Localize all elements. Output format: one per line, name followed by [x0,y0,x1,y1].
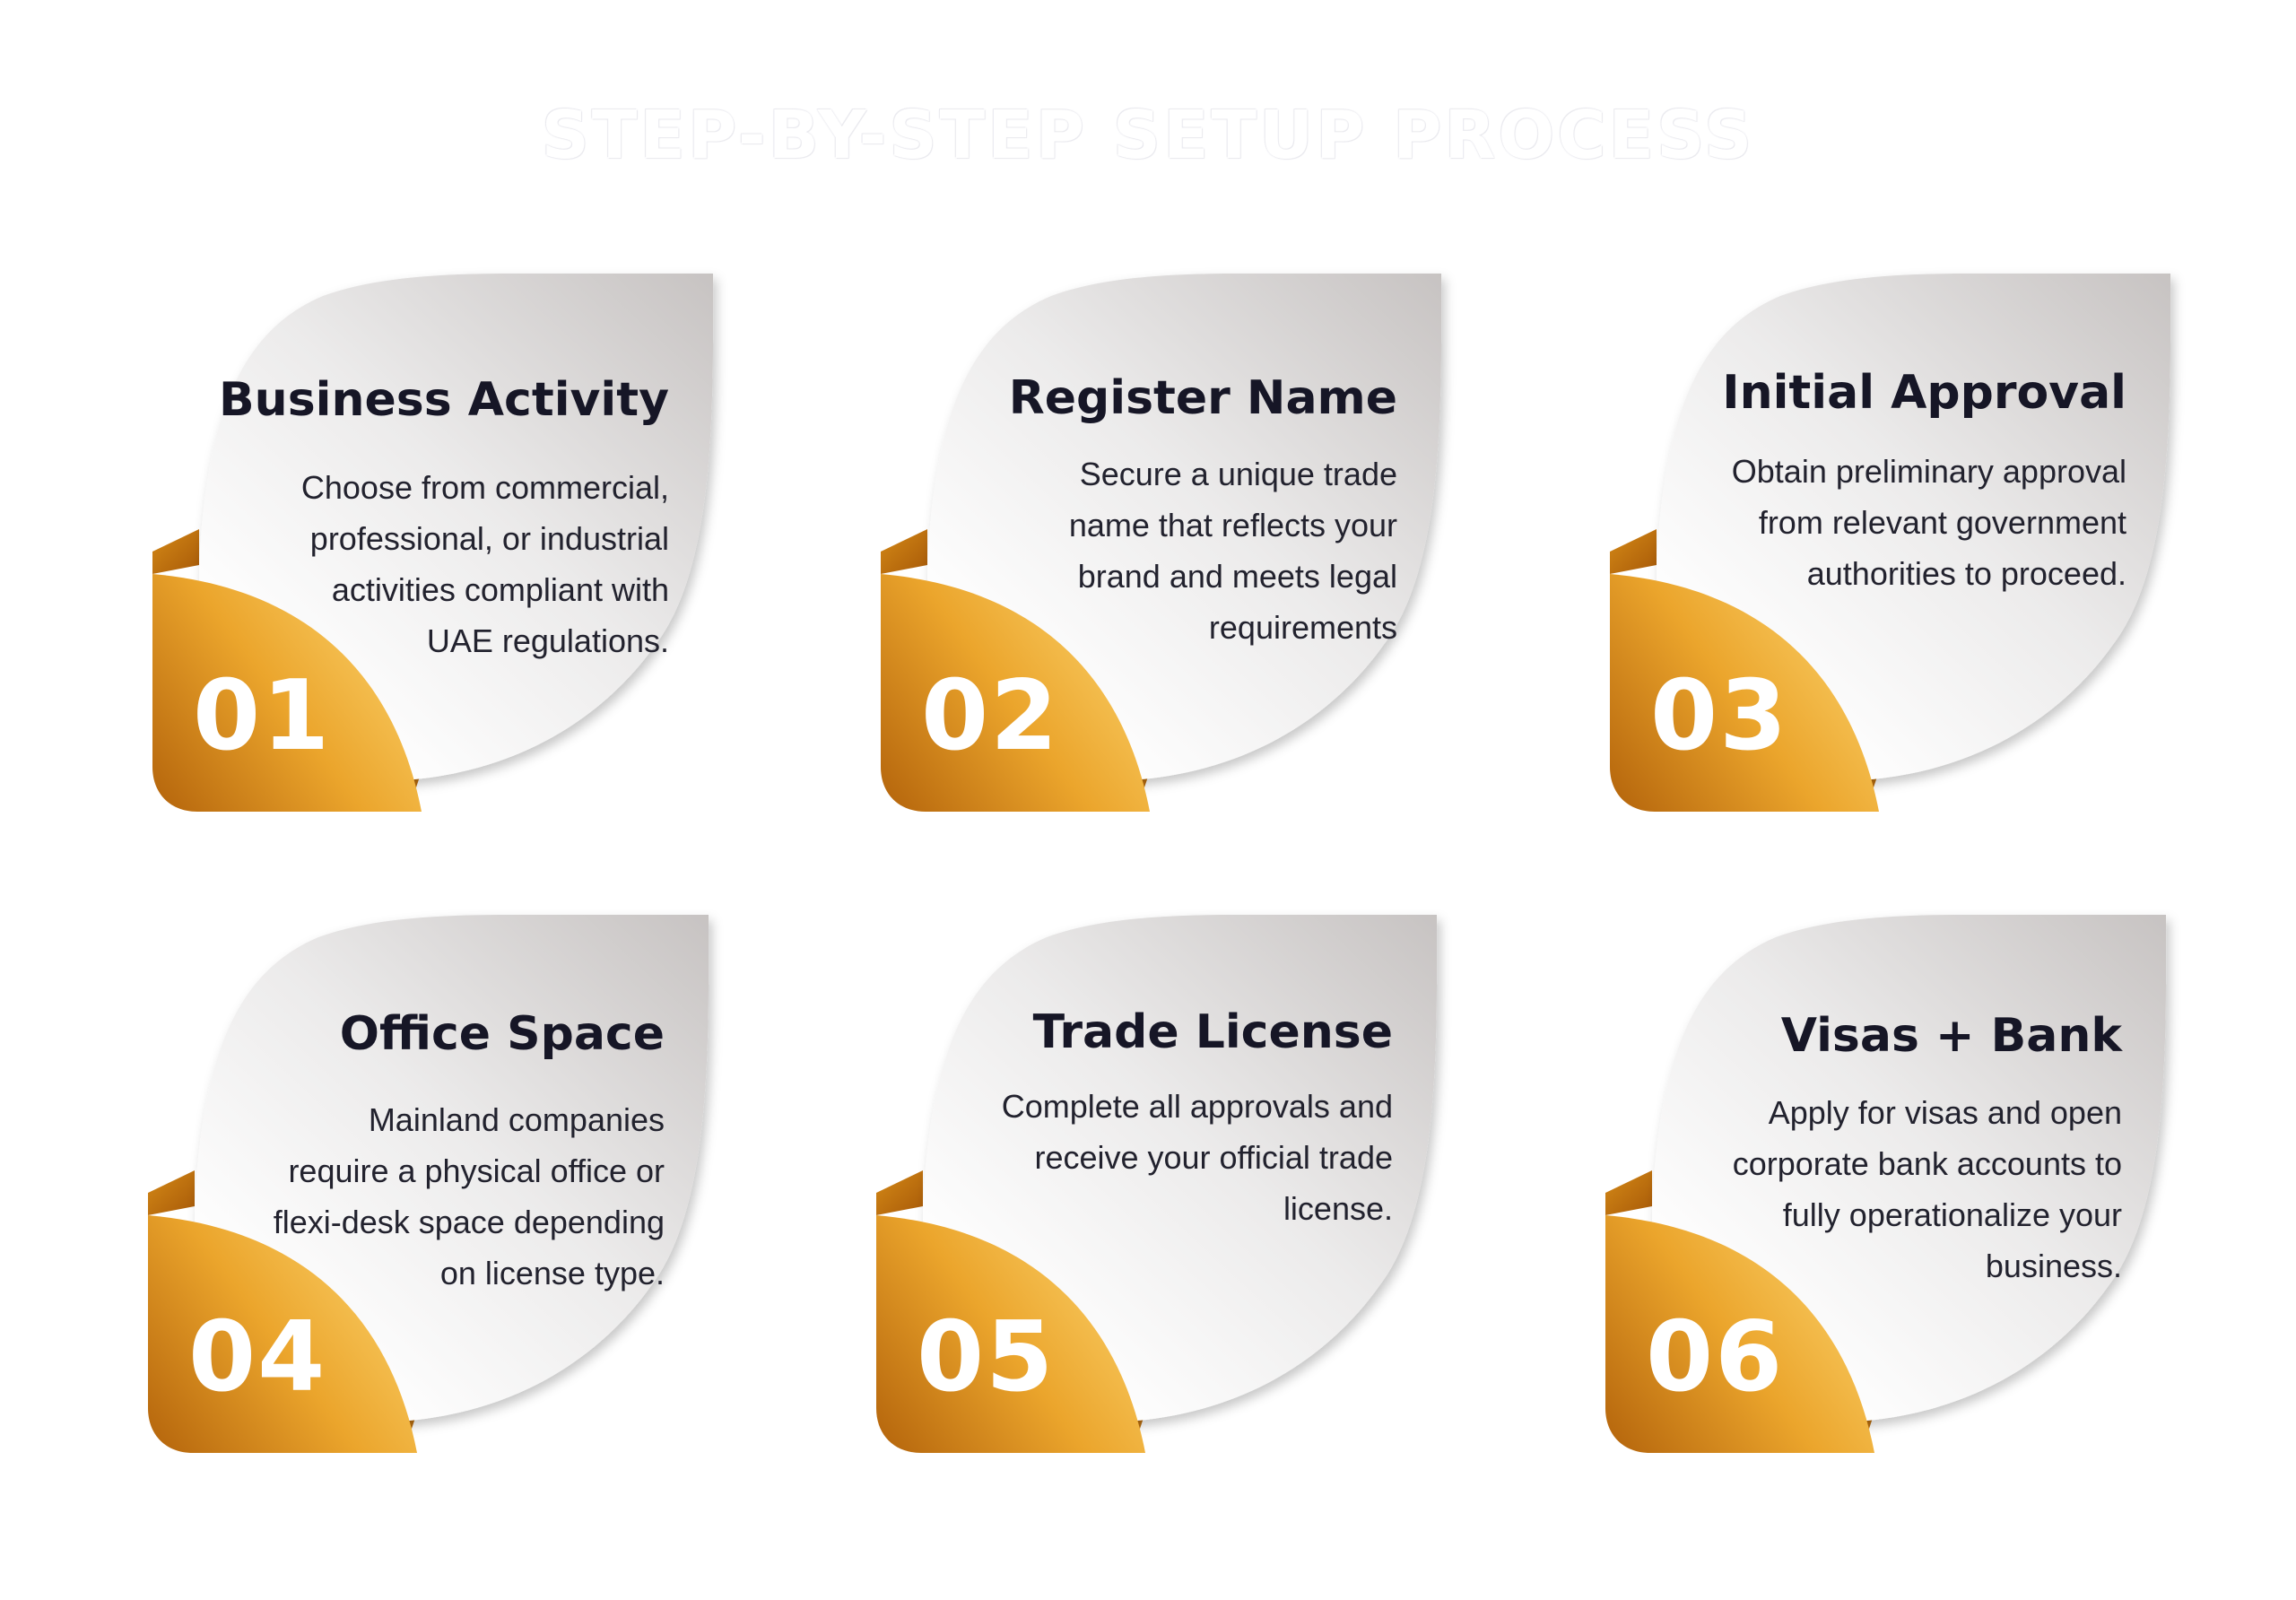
step-number: 06 [1646,1301,1785,1413]
step-card-5: 05 Trade License Complete all approvals … [876,910,1450,1466]
step-description: Mainland companies require a physical of… [273,1101,665,1291]
step-title: Register Name [1008,371,1397,425]
step-description: Secure a unique trade name that reflects… [1068,456,1397,646]
step-title: Initial Approval [1722,366,2126,420]
step-title: Visas + Bank [1780,1009,2122,1063]
step-number: 05 [917,1301,1056,1413]
card-leaf-shape [1605,915,2167,1453]
step-card-1: 01 Business Activity Choose from commerc… [152,269,726,825]
card-leaf-shape [1610,274,2171,812]
step-description: Obtain preliminary approval from relevan… [1731,453,2126,592]
card-leaf-shape [881,274,1442,812]
card-leaf-shape [148,915,709,1453]
card-leaf-shape [152,274,714,812]
step-number: 01 [193,660,332,772]
step-description: Apply for visas and open corporate bank … [1732,1094,2122,1284]
card-leaf-shape [876,915,1438,1453]
step-card-3: 03 Initial Approval Obtain preliminary a… [1610,269,2184,825]
step-number: 04 [188,1301,327,1413]
step-description: Choose from commercial, professional, or… [300,469,669,659]
step-title: Office Space [339,1007,665,1061]
step-number: 03 [1650,660,1789,772]
step-number: 02 [921,660,1060,772]
step-card-4: 04 Office Space Mainland companies requi… [148,910,722,1466]
page-title: STEP-BY-STEP SETUP PROCESS [541,97,1755,174]
step-card-2: 02 Register Name Secure a unique trade n… [881,269,1455,825]
step-title: Business Activity [219,373,669,427]
step-title: Trade License [1032,1005,1393,1059]
step-card-6: 06 Visas + Bank Apply for visas and open… [1605,910,2179,1466]
step-description: Complete all approvals and receive your … [1001,1088,1393,1227]
